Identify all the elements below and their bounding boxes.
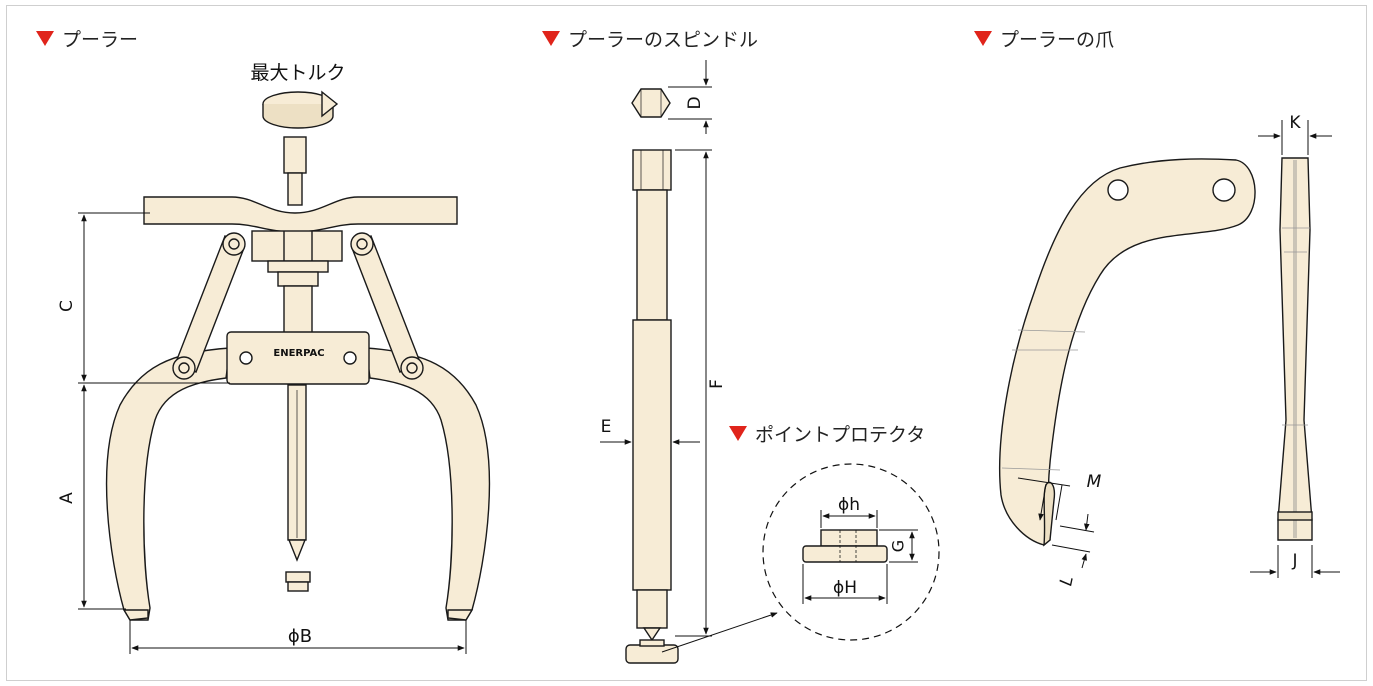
dim-A-label: A [57, 492, 77, 504]
dim-B-label: ϕB [288, 626, 312, 647]
header-marker-icon [729, 426, 747, 441]
dim-F-label: F [707, 379, 727, 389]
header-puller: プーラー [36, 25, 138, 52]
dim-M-label: M [1087, 472, 1102, 492]
puller-drawing [105, 90, 491, 621]
spindle-drawing [625, 88, 679, 664]
dim-K-label: K [1289, 113, 1301, 133]
header-point-protector-label: ポイントプロテクタ [755, 424, 926, 446]
diagram-frame [6, 5, 1367, 681]
dim-J-label: J [1291, 551, 1297, 571]
dim-D-label: D [685, 96, 705, 109]
jaw-edge-drawing [1277, 157, 1313, 541]
torque-rotation-icon [262, 90, 339, 129]
header-point-protector: ポイントプロテクタ [729, 420, 925, 447]
dim-E-label: E [601, 417, 612, 437]
header-marker-icon [974, 31, 992, 46]
detail-leader-arrow [661, 612, 778, 653]
dim-h-label: ϕh [838, 495, 860, 515]
brand-label: ENERPAC [273, 348, 324, 359]
header-spindle: プーラーのスピンドル [542, 25, 758, 52]
detail-circle [762, 463, 940, 641]
spindle-dimensions [600, 60, 712, 637]
header-marker-icon [36, 31, 54, 46]
dim-L-label: L [1056, 574, 1078, 587]
header-spindle-label: プーラーのスピンドル [568, 29, 759, 51]
dim-C-label: C [57, 300, 77, 312]
point-protector-dimensions [802, 510, 918, 604]
dim-G-label: G [889, 540, 908, 552]
jaw-dimensions [1017, 120, 1340, 578]
puller-dimensions [78, 212, 467, 654]
jaw-side-drawing [998, 158, 1256, 547]
header-marker-icon [542, 31, 560, 46]
header-jaw-label: プーラーの爪 [1000, 29, 1115, 51]
header-jaw: プーラーの爪 [974, 25, 1114, 52]
point-protector-drawing [802, 529, 888, 563]
dim-H-label: ϕH [833, 578, 857, 598]
header-puller-label: プーラー [62, 29, 139, 51]
max-torque-label: 最大トルク [250, 62, 345, 84]
